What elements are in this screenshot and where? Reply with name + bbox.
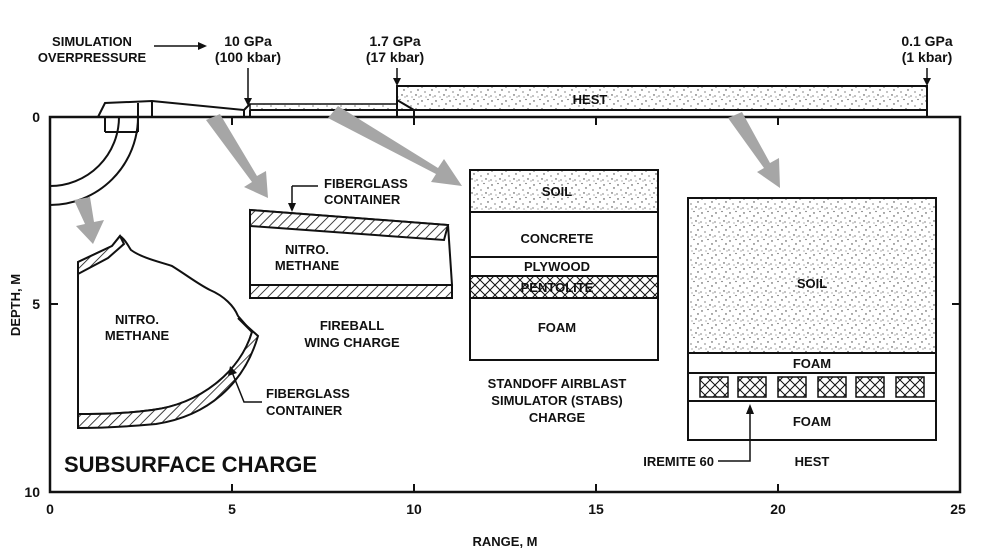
x-tick-15: 15 — [588, 501, 604, 517]
svg-text:OVERPRESSURE: OVERPRESSURE — [38, 50, 147, 65]
iremite-label: IREMITE 60 — [643, 454, 714, 469]
quarter-circle-charge — [49, 116, 139, 206]
svg-text:SIMULATION: SIMULATION — [52, 34, 132, 49]
fireball-container-label: FIBERGLASS CONTAINER — [324, 176, 408, 207]
svg-text:WING CHARGE: WING CHARGE — [304, 335, 400, 350]
stabs-layer-pentolite: PENTOLITE — [521, 280, 594, 295]
pressure-01gpa-label: 0.1 GPa (1 kbar) — [901, 33, 953, 65]
svg-text:CONTAINER: CONTAINER — [266, 403, 343, 418]
svg-text:1.7 GPa: 1.7 GPa — [369, 33, 421, 49]
fireball-wing-charge — [249, 208, 454, 299]
simulation-overpressure-label: SIMULATION OVERPRESSURE — [38, 34, 147, 65]
hest-layer-foam-top: FOAM — [793, 356, 831, 371]
arrow-down-icon — [244, 98, 252, 106]
y-tick-10: 10 — [24, 484, 40, 500]
arrow-right-icon — [198, 42, 207, 50]
surface-charge-profile — [97, 85, 928, 132]
svg-text:METHANE: METHANE — [105, 328, 170, 343]
arrow-up-icon — [228, 366, 237, 376]
x-tick-0: 0 — [46, 501, 54, 517]
svg-text:0.1 GPa: 0.1 GPa — [901, 33, 953, 49]
fireball-nitro-label: NITRO. METHANE — [275, 242, 340, 273]
iremite-leader — [718, 412, 751, 462]
svg-text:FIBERGLASS: FIBERGLASS — [324, 176, 408, 191]
hest-layer-soil: SOIL — [797, 276, 827, 291]
y-axis-label: DEPTH, M — [8, 274, 23, 336]
x-tick-25: 25 — [950, 501, 966, 517]
svg-text:10 GPa: 10 GPa — [224, 33, 272, 49]
arrow-to-stabs-icon — [328, 106, 462, 186]
svg-text:CONTAINER: CONTAINER — [324, 192, 401, 207]
stabs-layer-foam: FOAM — [538, 320, 576, 335]
stabs-layer-soil: SOIL — [542, 184, 572, 199]
svg-text:(1 kbar): (1 kbar) — [902, 49, 953, 65]
hest-layer-foam-bottom: FOAM — [793, 414, 831, 429]
x-tick-5: 5 — [228, 501, 236, 517]
pressure-17gpa-label: 1.7 GPa (17 kbar) — [366, 33, 424, 65]
svg-text:STANDOFF AIRBLAST: STANDOFF AIRBLAST — [488, 376, 627, 391]
hest-block — [687, 197, 937, 441]
hest-caption: HEST — [795, 454, 830, 469]
arrow-to-fireball-icon — [206, 114, 268, 198]
x-tick-10: 10 — [406, 501, 422, 517]
arrow-down-icon — [393, 78, 401, 86]
x-tick-20: 20 — [770, 501, 786, 517]
hest-surface-label: HEST — [573, 92, 608, 107]
svg-text:(17 kbar): (17 kbar) — [366, 49, 424, 65]
stabs-layer-plywood: PLYWOOD — [524, 259, 590, 274]
subsurface-charge — [77, 234, 260, 430]
pressure-10gpa-label: 10 GPa (100 kbar) — [215, 33, 281, 65]
svg-text:FIREBALL: FIREBALL — [320, 318, 384, 333]
x-axis-ticks — [231, 117, 779, 492]
svg-text:NITRO.: NITRO. — [285, 242, 329, 257]
svg-text:NITRO.: NITRO. — [115, 312, 159, 327]
y-tick-0: 0 — [32, 109, 40, 125]
arrow-down-icon — [288, 203, 296, 212]
y-tick-5: 5 — [32, 296, 40, 312]
subsurface-container-leader — [231, 371, 262, 403]
svg-text:(100 kbar): (100 kbar) — [215, 49, 281, 65]
x-axis-label: RANGE, M — [473, 534, 538, 549]
arrow-to-subsurface-icon — [74, 197, 104, 244]
subsurface-container-label: FIBERGLASS CONTAINER — [266, 386, 350, 418]
arrow-to-hest-icon — [728, 112, 780, 188]
svg-text:FIBERGLASS: FIBERGLASS — [266, 386, 350, 401]
svg-text:METHANE: METHANE — [275, 258, 340, 273]
arrow-down-icon — [923, 78, 931, 86]
subsurface-nitro-label: NITRO. METHANE — [105, 312, 170, 343]
subsurface-charge-title: SUBSURFACE CHARGE — [64, 452, 317, 477]
svg-text:SIMULATOR (STABS): SIMULATOR (STABS) — [491, 393, 622, 408]
fireball-caption: FIREBALL WING CHARGE — [304, 318, 400, 350]
arrow-up-icon — [746, 404, 754, 414]
stabs-caption: STANDOFF AIRBLAST SIMULATOR (STABS) CHAR… — [488, 376, 627, 425]
svg-text:CHARGE: CHARGE — [529, 410, 586, 425]
stabs-layer-concrete: CONCRETE — [521, 231, 594, 246]
stabs-charge — [469, 169, 659, 361]
